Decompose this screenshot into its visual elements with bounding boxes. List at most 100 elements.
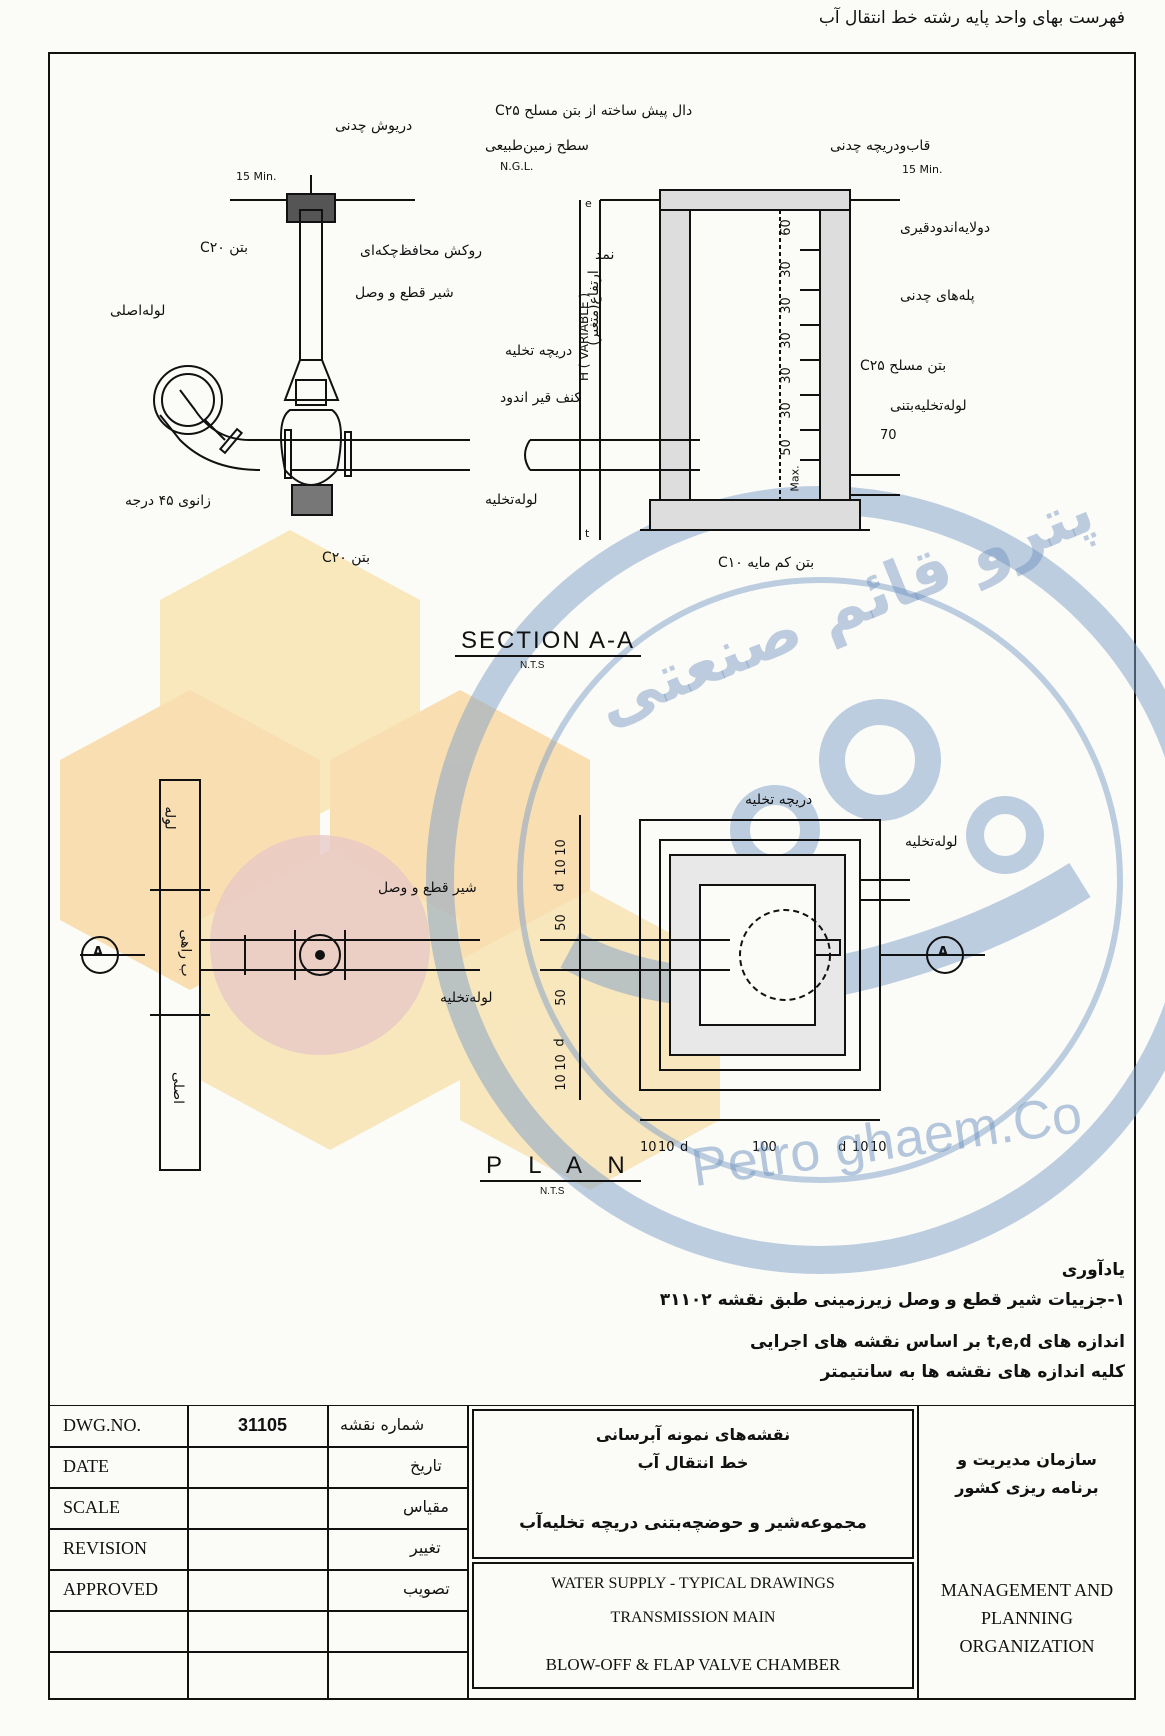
label-bitumen-layers: دولایه‌اندودقیری [900, 220, 991, 236]
plan-dim-left: 50 [553, 989, 569, 1006]
label-ngl: N.G.L. [500, 160, 534, 173]
label-drain-pipe-plan-right: لوله‌تخلیه [905, 834, 958, 850]
tb-fa-revision: تغییر [410, 1538, 441, 1557]
label-natural-ground: سطح زمین‌طبیعی [485, 138, 589, 154]
plan-dim-left: 10 [553, 839, 569, 856]
tb-fa-scale: مقیاس [403, 1497, 449, 1516]
section-valve-assembly [153, 175, 470, 516]
plan-dim-bottom: 100 [752, 1140, 777, 1155]
label-t-mark: t [585, 527, 590, 540]
notes-line-1: ۱-جزییات شیر قطع و وصل زیرزمینی طبق نقشه… [659, 1290, 1125, 1310]
tb-org-en-1: MANAGEMENT AND [940, 1580, 1114, 1600]
label-main-pipe-mid: ب راهی [177, 929, 194, 977]
plan-dim-left: 10 [553, 859, 569, 876]
watermark-logo [60, 530, 720, 1190]
title-block-grid [48, 1405, 1136, 1700]
label-min15-left: 15 Min. [236, 170, 277, 183]
label-min15-right: 15 Min. [902, 163, 943, 176]
tb-fa-date: تاریخ [410, 1456, 442, 1475]
tb-fa-dwgno: شماره نقشه [340, 1415, 425, 1434]
step-dim: 30 [778, 261, 794, 278]
tb-en-title-2: TRANSMISSION MAIN [610, 1609, 776, 1626]
label-main-pipe-bottom: اصلی [170, 1071, 187, 1105]
tb-fa-approved: تصویب [403, 1579, 450, 1598]
step-dim: 30 [778, 402, 794, 419]
tb-org-fa-1: سازمان مدیریت و [957, 1450, 1097, 1469]
notes-block: یادآوری ۱-جزییات شیر قطع و وصل زیرزمینی … [660, 1255, 1125, 1387]
tb-label-dwgno: DWG.NO. [63, 1415, 141, 1435]
label-precast-slab: دال پیش ساخته از بتن مسلح C۲۵ [495, 103, 693, 119]
tb-en-title-1: WATER SUPPLY - TYPICAL DRAWINGS [551, 1575, 835, 1592]
drawing-frame [48, 52, 1136, 1700]
tb-label-approved: APPROVED [63, 1579, 159, 1599]
tb-label-revision: REVISION [63, 1538, 147, 1558]
tb-label-date: DATE [63, 1456, 109, 1476]
page-header: فهرست بهای واحد پایه رشته خط انتقال آب [818, 8, 1125, 28]
step-dim: 30 [778, 367, 794, 384]
tb-label-scale: SCALE [63, 1497, 121, 1517]
label-protective-coating: روکش محافظ‌چکه‌ای [360, 243, 483, 259]
section-chamber [524, 189, 900, 540]
title-block: DWG.NO. 31105 شماره نقشه DATE تاریخ SCAL… [48, 1405, 1136, 1700]
plan-dim-left: d [552, 883, 568, 892]
label-reinforced-c25: بتن مسلح C۲۵ [860, 358, 947, 374]
label-dim-max: Max. [788, 465, 802, 492]
label-drain-pipe-section: لوله‌تخلیه [485, 492, 538, 508]
label-main-pipe-top: لوله [161, 806, 178, 830]
tb-org-en-2: PLANNING [981, 1608, 1073, 1628]
tb-value-dwgno: 31105 [238, 1415, 288, 1435]
tb-en-title-3: BLOW-OFF & FLAP VALVE CHAMBER [545, 1655, 841, 1674]
plan-dim-left: 10 [553, 1074, 569, 1091]
label-tar-caulk: کنف قیر اندود [500, 390, 582, 406]
plan-dim-bottom: d [838, 1140, 847, 1155]
label-elbow-45: زانوی ۴۵ درجه [125, 493, 211, 509]
plan-valve-assembly [80, 779, 480, 1171]
plan-dim-bottom: 10 [658, 1140, 675, 1155]
step-dim: 30 [778, 332, 794, 349]
chamber-steps [800, 249, 820, 461]
label-flap-valve-plan: دریچه تخلیه [745, 792, 813, 808]
section-marker-left: A [93, 945, 104, 960]
section-marker-right: A [938, 945, 949, 960]
label-shutoff-valve-plan: شیر قطع و وصل [378, 880, 477, 896]
tb-org-fa-2: برنامه ریزی کشور [955, 1478, 1099, 1497]
step-dim: 50 [778, 439, 794, 456]
tb-fa-title-2: خط انتقال آب [637, 1453, 749, 1472]
plan-scale: N.T.S [540, 1186, 565, 1197]
tb-fa-title-3: مجموعه‌شیر و حوضچه‌بتنی دریچه تخلیه‌آب [519, 1513, 867, 1533]
plan-dim-bottom: d [680, 1140, 689, 1155]
tb-fa-title-1: نقشه‌های نمونه آبرسانی [595, 1425, 791, 1444]
label-e-mark: e [585, 197, 592, 210]
tb-org-en-3: ORGANIZATION [959, 1636, 1095, 1656]
plan-dim-bottom: 10 [870, 1140, 887, 1155]
label-dim-70: 70 [880, 428, 897, 443]
section-title: SECTION A-A [455, 627, 642, 657]
step-dim: 30 [778, 297, 794, 314]
label-felt: نمد [595, 247, 615, 263]
label-cast-cover: دریوش چدنی [335, 118, 413, 134]
label-shutoff-valve-section: شیر قطع و وصل [355, 285, 454, 301]
label-cast-steps: پله‌های چدنی [900, 288, 975, 304]
notes-line-2: اندازه های t,e,d بر اساس نقشه های اجرایی [749, 1332, 1125, 1352]
label-flap-valve-section: دریچه تخلیه [505, 343, 573, 359]
plan-chamber [540, 815, 985, 1121]
notes-heading: یادآوری [1061, 1260, 1125, 1280]
plan-dim-left: 10 [553, 1054, 569, 1071]
plan-dim-bottom: 10 [640, 1140, 657, 1155]
plan-title: P L A N [480, 1152, 641, 1182]
label-drain-concrete-pipe: لوله‌تخلیه‌بتنی [890, 398, 967, 414]
plan-dim-bottom: 10 [852, 1140, 869, 1155]
label-concrete-c20-bottom: بتن C۲۰ [322, 550, 371, 566]
label-main-pipe: لوله‌اصلی [110, 303, 166, 319]
label-frame-cover: قاب‌ودریچه چدنی [830, 138, 931, 154]
notes-line-3: کلیه اندازه های نقشه ها به سانتیمتر [820, 1362, 1125, 1382]
label-lean-concrete: بتن کم مایه C۱۰ [718, 555, 815, 571]
label-drain-pipe-plan: لوله‌تخلیه [440, 990, 493, 1006]
label-height-variable: ارتفاع(متغیر) [585, 270, 602, 346]
plan-dim-left: 50 [553, 914, 569, 931]
section-scale: N.T.S [520, 660, 545, 671]
step-dim: 60 [778, 219, 794, 236]
plan-dim-left: d [552, 1038, 568, 1047]
label-concrete-c20-top: بتن C۲۰ [200, 240, 249, 256]
